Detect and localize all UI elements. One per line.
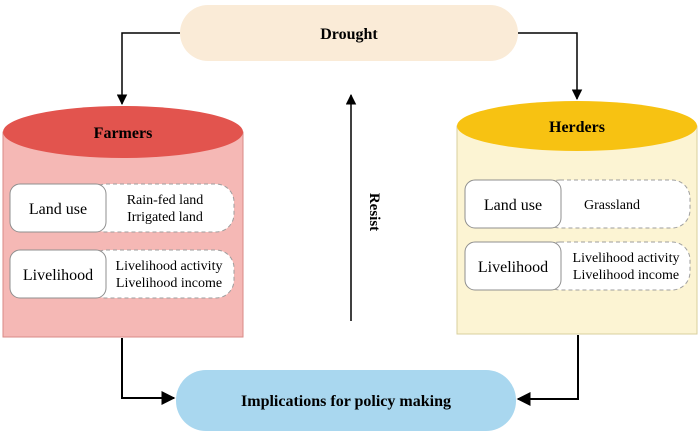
farmers-cylinder-body	[2, 131, 244, 338]
drought-to-farmers-arrow	[116, 32, 180, 106]
herders-livelihood-row: Livelihood Livelihood activity Livelihoo…	[464, 241, 691, 291]
drought-to-herders-arrow	[518, 32, 583, 101]
herders-livelihood-item-1: Livelihood activity	[573, 251, 680, 266]
resist-label: Resist	[366, 193, 382, 231]
farmers-land-use-label: Land use	[29, 201, 87, 218]
drought-label: Drought	[320, 26, 378, 43]
farmers-land-use-row: Land use Rain-fed land Irrigated land	[9, 183, 235, 233]
herders-title: Herders	[549, 119, 605, 136]
policy-node-shape	[176, 370, 516, 431]
herders-land-use-label-box	[464, 179, 562, 229]
resist-arrow-group: Resist	[345, 93, 382, 321]
herders-group: Herders Land use Grassland Livelihood Li…	[456, 101, 698, 335]
farmers-land-use-item-1: Rain-fed land	[127, 193, 204, 208]
farmers-cylinder-cap	[3, 106, 243, 158]
farmers-livelihood-label: Livelihood	[23, 267, 93, 284]
farmers-group: Farmers Land use Rain-fed land Irrigated…	[2, 106, 244, 338]
farmers-land-use-item-2: Irrigated land	[127, 210, 203, 225]
farmers-livelihood-item-2: Livelihood income	[116, 276, 222, 291]
herders-land-use-item-1: Grassland	[584, 198, 640, 213]
herders-to-policy-arrow	[516, 335, 579, 406]
farmers-to-policy-arrow	[121, 338, 176, 405]
farmers-livelihood-label-box	[9, 249, 107, 299]
farmers-title: Farmers	[94, 125, 153, 142]
farmers-livelihood-row: Livelihood Livelihood activity Livelihoo…	[9, 249, 235, 299]
herders-livelihood-label-box	[464, 241, 562, 291]
herders-land-use-row: Land use Grassland	[464, 179, 691, 229]
herders-cylinder-body	[456, 125, 698, 335]
drought-node-shape	[180, 5, 518, 61]
herders-cylinder-cap	[457, 101, 697, 151]
herders-livelihood-item-2: Livelihood income	[573, 268, 679, 283]
herders-livelihood-label: Livelihood	[478, 259, 548, 276]
policy-node: Implications for policy making	[176, 370, 516, 431]
herders-land-use-label: Land use	[484, 197, 542, 214]
drought-node: Drought	[180, 5, 518, 61]
farmers-livelihood-item-1: Livelihood activity	[116, 259, 223, 274]
policy-label: Implications for policy making	[241, 393, 451, 410]
herders-land-use-items-box	[541, 179, 691, 229]
herders-livelihood-items-box	[541, 241, 691, 291]
farmers-land-use-label-box	[9, 183, 107, 233]
